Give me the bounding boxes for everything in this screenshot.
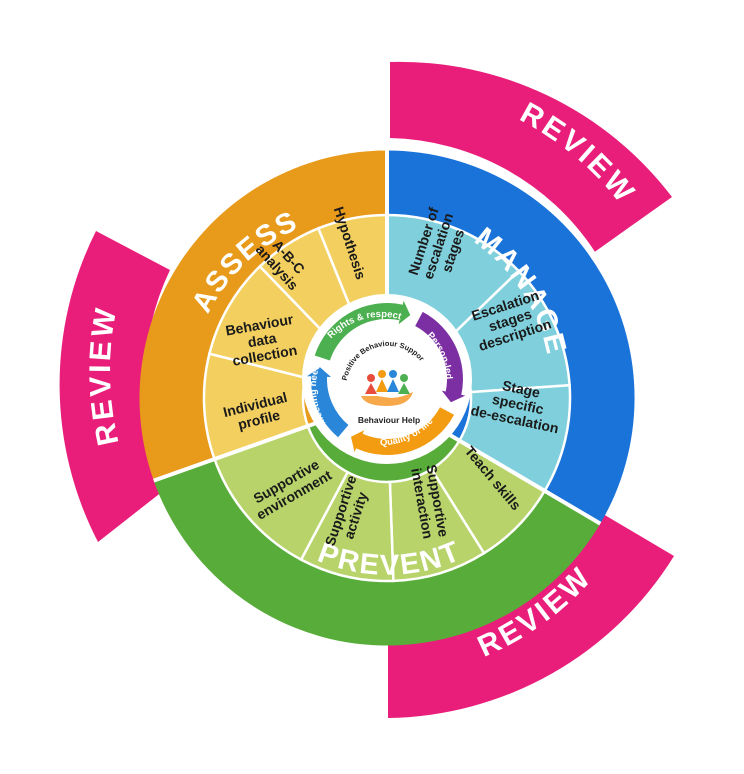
hub-bottom-text: Behaviour Help	[358, 415, 420, 425]
assess-segment-label-2-line-2: data	[246, 330, 277, 351]
person-body-3	[387, 379, 399, 392]
manage-segment-label-3-line-1: Stage	[501, 377, 542, 401]
review-bands	[59, 61, 674, 718]
review-band-left[interactable]	[59, 231, 170, 542]
person-head-4	[400, 374, 408, 382]
person-body-1	[365, 383, 377, 394]
hub-arrow-3[interactable]	[351, 407, 455, 455]
people-hand-icon	[361, 370, 413, 406]
hub-arrow-2[interactable]	[415, 311, 466, 403]
person-body-2	[376, 379, 388, 392]
person-head-1	[367, 374, 375, 382]
hand-shape	[361, 392, 413, 406]
hub-arrow-4[interactable]	[307, 367, 349, 438]
review-left-label: REVIEW	[84, 304, 126, 449]
person-head-3	[389, 370, 397, 378]
review-band-bottom[interactable]	[388, 514, 674, 718]
hub-logo	[361, 370, 413, 406]
hub-arrow-1[interactable]	[314, 300, 411, 361]
person-body-4	[398, 383, 410, 394]
inner-segments	[202, 213, 572, 583]
assess-segment-label-1: Individualprofile	[221, 389, 292, 435]
review-band-top[interactable]	[390, 61, 672, 252]
person-head-2	[378, 370, 386, 378]
